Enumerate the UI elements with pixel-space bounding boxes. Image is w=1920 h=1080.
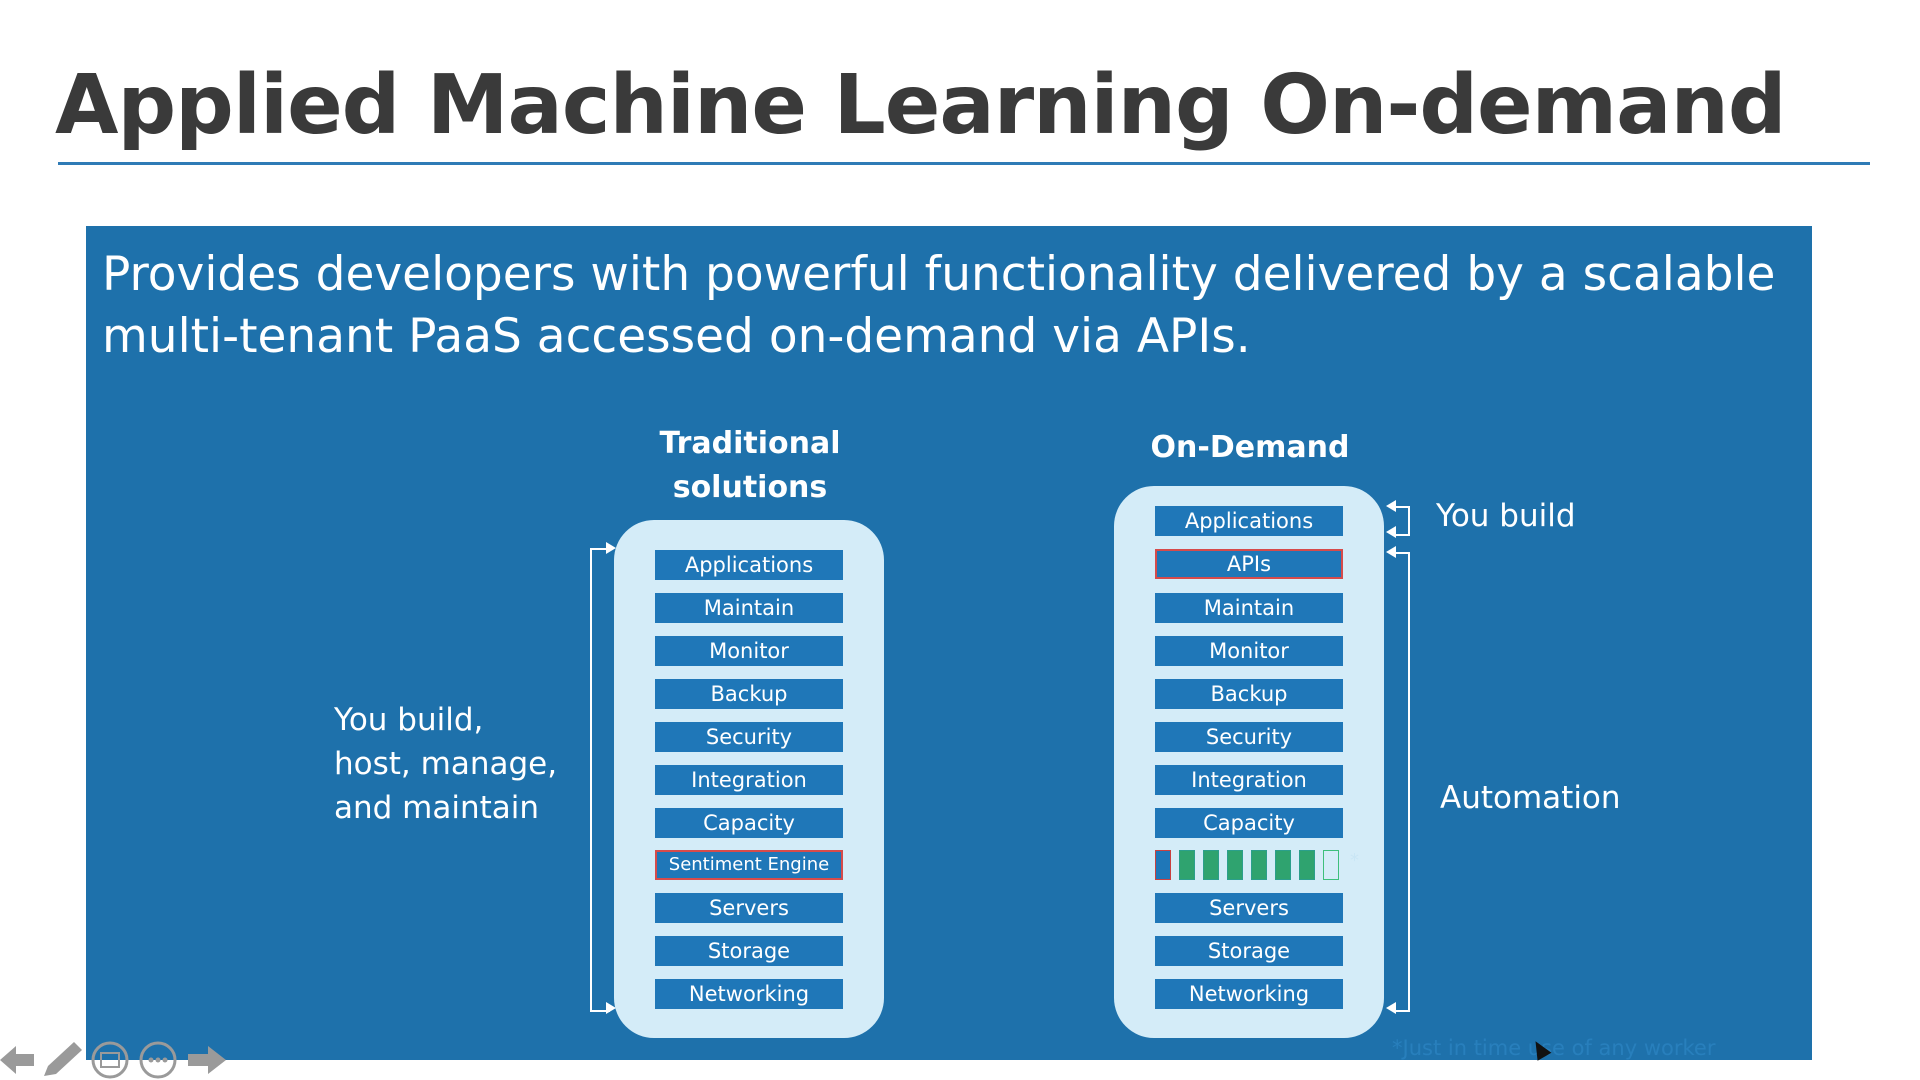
on-demand-layer-storage: Storage [1155, 936, 1343, 966]
slides-icon[interactable] [90, 1040, 130, 1080]
traditional-layer-backup: Backup [655, 679, 843, 709]
traditional-layer-integration: Integration [655, 765, 843, 795]
traditional-heading-line-2: solutions [672, 470, 828, 505]
worker-row-star: * [1350, 850, 1359, 871]
traditional-layer-capacity: Capacity [655, 808, 843, 838]
on-demand-layer-security: Security [1155, 722, 1343, 752]
you-build-label: You build [1436, 498, 1576, 534]
on-demand-layer-applications: Applications [1155, 506, 1343, 536]
content-panel [86, 226, 1812, 1060]
worker-cell [1299, 850, 1315, 880]
arrow-right-icon[interactable] [186, 1040, 226, 1080]
automation-bracket [1394, 552, 1410, 1012]
traditional-layer-sentiment-engine: Sentiment Engine [655, 850, 843, 880]
slide-subtitle: Provides developers with powerful functi… [102, 244, 1802, 368]
you-build-bottom-arrow [1386, 526, 1396, 538]
worker-cell [1251, 850, 1267, 880]
traditional-layer-networking: Networking [655, 979, 843, 1009]
traditional-layer-applications: Applications [655, 550, 843, 580]
traditional-heading: Traditional solutions [610, 422, 890, 510]
traditional-stack: Applications Maintain Monitor Backup Sec… [614, 520, 884, 1038]
on-demand-layer-integration: Integration [1155, 765, 1343, 795]
arrow-left-icon[interactable] [0, 1040, 36, 1080]
traditional-heading-line-1: Traditional [659, 426, 841, 461]
on-demand-heading: On-Demand [1150, 430, 1350, 465]
worker-cell [1203, 850, 1219, 880]
worker-cell [1179, 850, 1195, 880]
on-demand-layer-monitor: Monitor [1155, 636, 1343, 666]
on-demand-layer-apis: APIs [1155, 549, 1343, 579]
on-demand-layer-backup: Backup [1155, 679, 1343, 709]
traditional-layer-maintain: Maintain [655, 593, 843, 623]
automation-top-arrow [1386, 546, 1396, 558]
title-divider [58, 162, 1870, 165]
worker-cell [1323, 850, 1339, 880]
traditional-side-label: You build, host, manage, and maintain [334, 698, 557, 830]
you-build-top-arrow [1386, 500, 1396, 512]
traditional-layer-monitor: Monitor [655, 636, 843, 666]
automation-bottom-arrow [1386, 1002, 1396, 1014]
subtitle-line-2: multi-tenant PaaS accessed on-demand via… [102, 309, 1251, 364]
subtitle-line-1: Provides developers with powerful functi… [102, 247, 1776, 302]
worker-cell [1275, 850, 1291, 880]
you-build-bracket [1394, 506, 1410, 536]
traditional-bracket-top-arrow [606, 542, 616, 554]
pen-icon[interactable] [40, 1040, 86, 1080]
traditional-bracket [590, 548, 610, 1012]
worker-cell [1155, 850, 1171, 880]
traditional-side-label-line-1: You build, [334, 702, 484, 738]
traditional-layer-servers: Servers [655, 893, 843, 923]
on-demand-worker-row [1155, 850, 1343, 880]
traditional-layer-storage: Storage [655, 936, 843, 966]
on-demand-layer-networking: Networking [1155, 979, 1343, 1009]
traditional-side-label-line-2: host, manage, [334, 746, 558, 782]
on-demand-layer-servers: Servers [1155, 893, 1343, 923]
on-demand-layer-maintain: Maintain [1155, 593, 1343, 623]
slide-title: Applied Machine Learning On-demand [55, 58, 1787, 153]
traditional-side-label-line-3: and maintain [334, 790, 540, 826]
automation-label: Automation [1440, 780, 1621, 816]
traditional-bracket-bottom-arrow [606, 1002, 616, 1014]
more-icon[interactable] [138, 1040, 178, 1080]
worker-cell [1227, 850, 1243, 880]
footnote: *Just in time use of any worker [1392, 1036, 1716, 1060]
traditional-layer-security: Security [655, 722, 843, 752]
presentation-toolbar [0, 1040, 240, 1080]
on-demand-stack: Applications APIs Maintain Monitor Backu… [1114, 486, 1384, 1038]
on-demand-layer-capacity: Capacity [1155, 808, 1343, 838]
